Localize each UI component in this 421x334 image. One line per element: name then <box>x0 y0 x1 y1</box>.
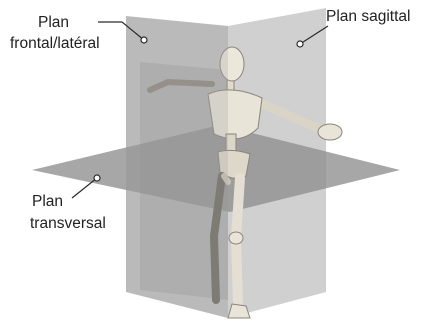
frontal-plane-label: Plan frontal/latéral <box>10 14 100 52</box>
transverse-leader-dot <box>94 175 100 181</box>
transverse-plane-label: Plan transversal <box>30 193 106 232</box>
transverse-plane-label-line2: transversal <box>30 215 106 232</box>
frontal-plane-front <box>126 16 228 318</box>
sagittal-leader-dot <box>297 41 303 47</box>
frontal-leader-dot <box>141 37 147 43</box>
transverse-plane-label-line1: Plan <box>32 193 63 210</box>
sagittal-plane-label: Plan sagittal <box>326 8 410 25</box>
frontal-plane-label-line2: frontal/latéral <box>10 35 100 52</box>
frontal-plane-label-line1: Plan <box>38 14 69 31</box>
